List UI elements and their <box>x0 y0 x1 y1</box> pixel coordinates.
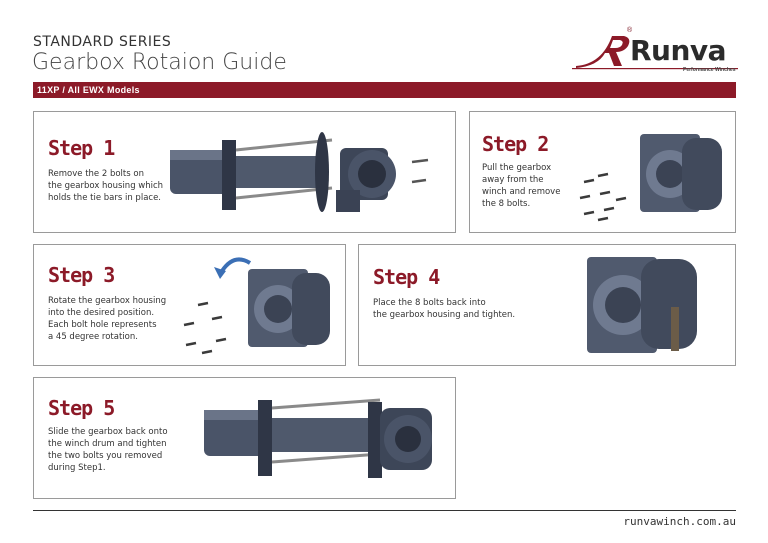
step-3-card: Step 3 Rotate the gearbox housing into t… <box>33 244 346 366</box>
step-4-card: Step 4 Place the 8 bolts back into the g… <box>358 244 736 366</box>
step-5-card: Step 5 Slide the gearbox back onto the w… <box>33 377 456 499</box>
step-5-text: Slide the gearbox back onto the winch dr… <box>48 427 168 473</box>
series-label: STANDARD SERIES <box>33 34 172 50</box>
registered-mark: ® <box>627 27 633 34</box>
brand-tagline: Performance Winches <box>683 67 736 73</box>
model-banner: 11XP / All EWX Models <box>33 82 736 98</box>
step-1-card: Step 1 Remove the 2 bolts on the gearbox… <box>33 111 456 233</box>
step-1-title: Step 1 <box>48 136 115 160</box>
step-1-text: Remove the 2 bolts on the gearbox housin… <box>48 169 164 203</box>
footer-url[interactable]: runvawinch.com.au <box>623 515 736 528</box>
footer-divider <box>33 510 736 511</box>
winch-disassembled-illustration-icon <box>170 132 429 212</box>
step-2-title: Step 2 <box>482 132 549 156</box>
step-4-title: Step 4 <box>373 265 440 289</box>
gearbox-rotation-illustration-icon <box>183 257 330 355</box>
winch-assembled-illustration-icon <box>204 398 432 478</box>
runva-logo-icon <box>572 36 738 70</box>
gearbox-with-bolts-illustration-icon <box>579 134 722 222</box>
step-2-card: Step 2 Pull the gearbox away from the wi… <box>469 111 736 233</box>
step-4-text: Place the 8 bolts back into the gearbox … <box>373 298 516 320</box>
brand-name: Runva <box>630 34 727 67</box>
step-3-title: Step 3 <box>48 263 115 287</box>
gearbox-housing-illustration-icon <box>587 257 697 353</box>
step-2-text: Pull the gearbox away from the winch and… <box>482 163 561 209</box>
step-3-text: Rotate the gearbox housing into the desi… <box>48 296 167 342</box>
step-5-title: Step 5 <box>48 396 115 420</box>
page-title: Gearbox Rotaion Guide <box>32 50 287 75</box>
